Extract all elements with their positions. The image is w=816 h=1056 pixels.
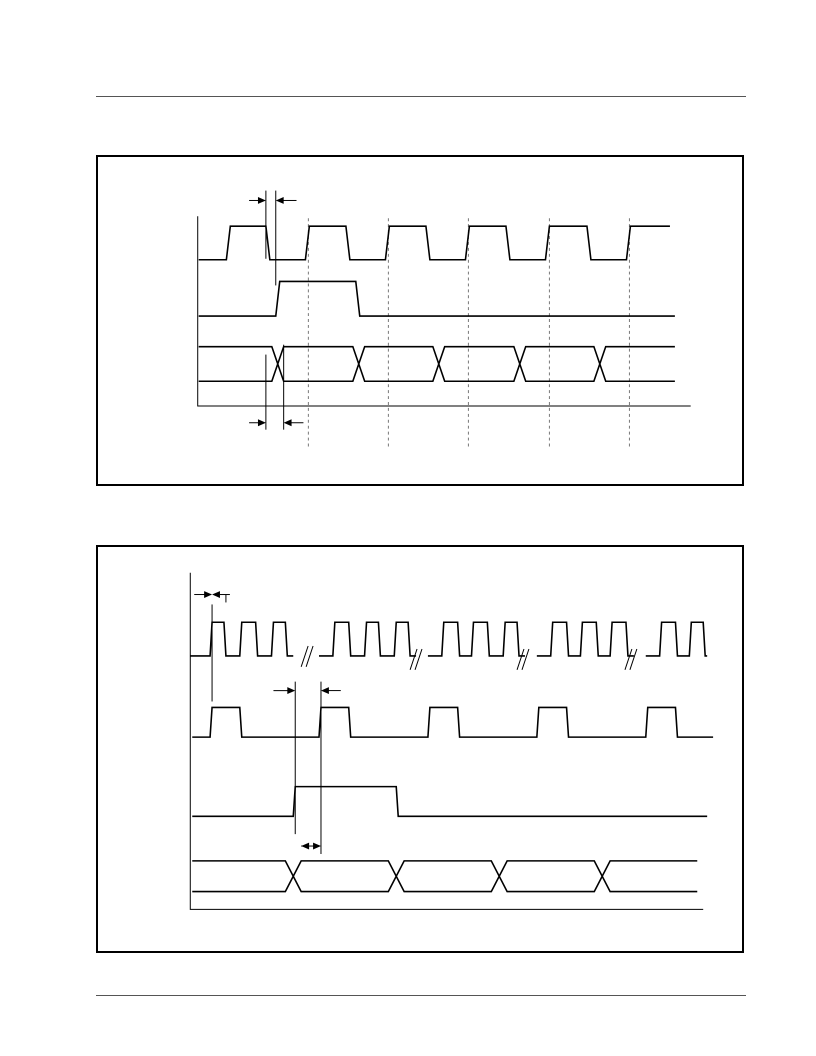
- reference-lines-1: [307, 218, 630, 450]
- timing-diagram-1: [197, 190, 691, 450]
- fast-clock-waveform-2: [190, 621, 708, 657]
- clock-waveform-2: [192, 706, 714, 738]
- timing-arrow-head: [283, 419, 292, 427]
- axis-2: [189, 572, 704, 910]
- break-mark: [516, 648, 530, 670]
- strobe-waveform-1: [198, 280, 675, 317]
- clock-waveform-1: [198, 225, 670, 261]
- timing-diagram-2-frame: [96, 545, 744, 953]
- timing-arrow-head: [275, 197, 284, 204]
- data-bus-waveform-1: [198, 345, 675, 383]
- strobe-waveform-2: [192, 785, 708, 818]
- timing-arrow-head: [204, 591, 213, 598]
- break-mark: [300, 645, 314, 667]
- timing-arrow-head: [313, 842, 321, 850]
- timing-arrow-head: [212, 591, 220, 598]
- bottom-rule: [96, 995, 746, 996]
- timing-diagram-1-frame: [96, 155, 744, 486]
- timing-diagram-2: [189, 572, 714, 910]
- timing-arrow-head: [287, 687, 296, 695]
- break-marks-2: [300, 645, 638, 670]
- break-mark: [409, 648, 423, 670]
- timing-arrow-head: [301, 842, 310, 850]
- data-bus-waveform-2: [192, 860, 698, 893]
- timing-arrow-head: [320, 687, 329, 695]
- break-mark: [624, 648, 638, 670]
- axis-1: [197, 216, 691, 407]
- timing-arrow-head: [257, 419, 266, 427]
- top-rule: [96, 96, 746, 97]
- timing-arrow-head: [257, 197, 266, 204]
